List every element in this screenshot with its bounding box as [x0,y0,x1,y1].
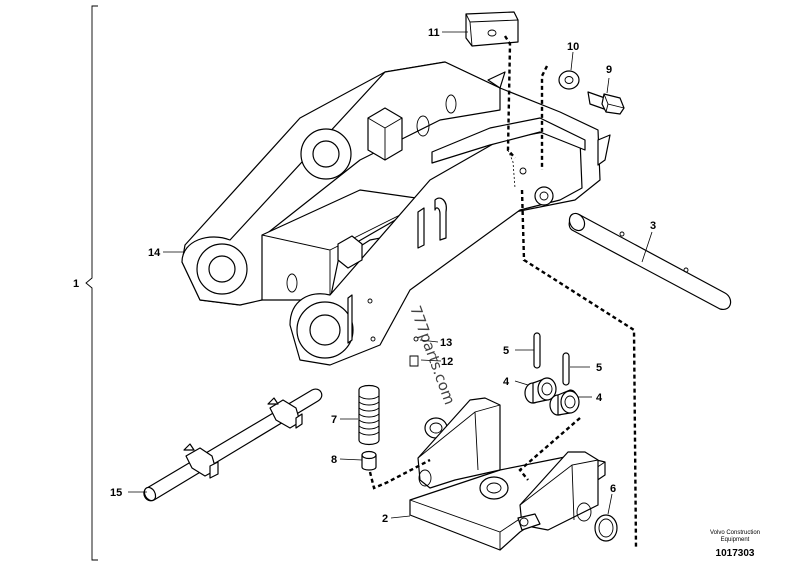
spring-pin-5b [562,352,570,386]
bushing-4b [549,389,580,416]
callout-13: 13 [440,337,452,349]
callout-10: 10 [567,41,579,53]
assembly-lines [368,35,638,549]
callout-11: 11 [428,27,440,39]
leader-lines [128,31,653,519]
wear-pad-11 [465,11,519,47]
callout-5b: 5 [596,362,602,374]
screw-13 [413,336,419,342]
spring-7 [358,384,380,446]
callout-5a: 5 [503,345,509,357]
callout-9: 9 [606,64,612,76]
plate-12 [409,355,419,367]
callout-8: 8 [331,454,337,466]
shaft-15 [143,388,323,502]
callout-14: 14 [148,247,161,259]
brand-line-1: Volvo Construction [710,530,760,536]
callout-12: 12 [441,356,453,368]
callout-3: 3 [650,220,656,232]
spring-pin-5a [533,332,541,369]
callout-4a: 4 [503,376,510,388]
washer-10 [558,70,580,90]
callout-1: 1 [73,278,79,290]
figure-code: 1017303 [716,548,755,559]
callout-6: 6 [610,483,616,495]
bushing-4a [524,377,557,404]
bolt-9 [587,91,625,115]
bushing-8 [361,450,377,471]
callout-7: 7 [331,414,337,426]
callout-4b: 4 [596,392,603,404]
callout-2: 2 [382,513,388,525]
assembly-bracket [85,5,98,561]
callout-labels: 1 2 3 4 4 5 5 6 7 8 9 10 11 12 13 14 15 [73,27,656,525]
locking-wedge-2 [409,397,606,551]
quick-coupler-frame [181,61,611,366]
o-ring-6 [594,514,618,542]
brand-line-2: Equipment [721,537,750,543]
callout-15: 15 [110,487,122,499]
pin-3 [568,212,732,310]
